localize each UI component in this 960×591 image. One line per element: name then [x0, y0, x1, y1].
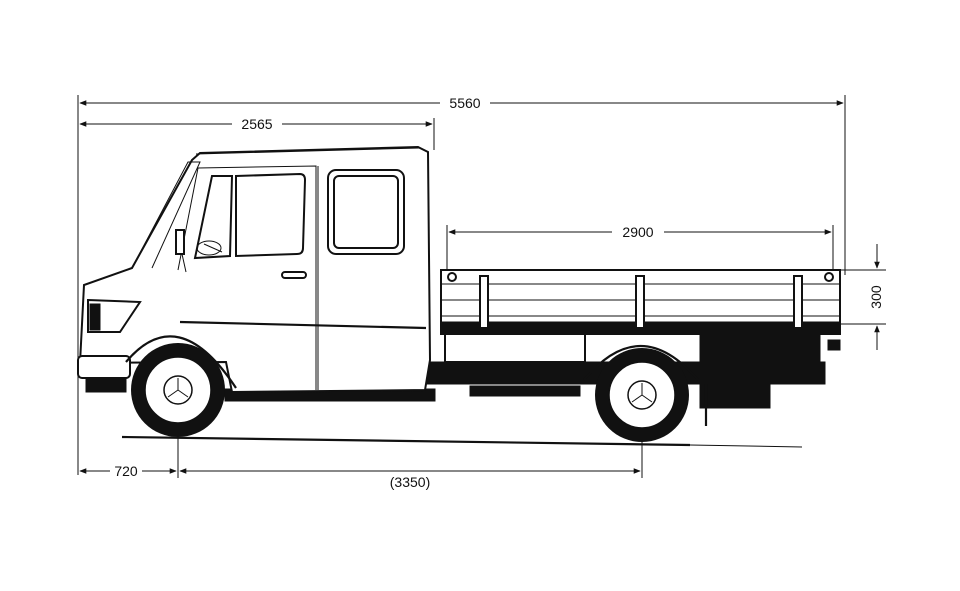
ground-line [121, 435, 691, 447]
windshield [131, 161, 201, 269]
truck-illustration [77, 145, 841, 442]
bed-length-label: 2900 [622, 224, 653, 240]
front-wheel-arch [125, 335, 237, 389]
flatbed [440, 269, 841, 335]
bed-latch-front [447, 272, 457, 282]
wheelbase-label: (3350) [390, 474, 430, 490]
exhaust-pipe [469, 385, 581, 397]
rear-chassis-block [699, 333, 821, 363]
front-door-handle [281, 271, 307, 279]
front-bumper [77, 355, 131, 379]
bed-stake-1 [479, 275, 489, 329]
rear-door-window [333, 175, 399, 249]
rear-wheel [595, 348, 689, 442]
side-height-label: 300 [868, 285, 884, 309]
rear-wheel-arch [583, 345, 699, 381]
cab-length-label: 2565 [241, 116, 272, 132]
overall-length-label: 5560 [449, 95, 480, 111]
mirror-arm [181, 253, 187, 273]
ground-line-extension [689, 444, 803, 448]
bed-stake-3 [793, 275, 803, 329]
headlight [87, 298, 142, 333]
body-crease-line [179, 320, 427, 330]
front-overhang-label: 720 [114, 463, 138, 479]
front-door-window [235, 172, 307, 258]
steering-wheel [203, 243, 223, 253]
tail-light [827, 339, 841, 351]
front-bumper-lower [85, 377, 127, 393]
bed-stake-2 [635, 275, 645, 329]
front-door-outline [177, 165, 317, 390]
front-wheel [131, 343, 225, 437]
cab [77, 145, 432, 394]
star-emblem-icon [631, 383, 653, 403]
roof-gutter [195, 147, 421, 155]
chassis-panel [444, 333, 586, 363]
bed-latch-rear [824, 272, 834, 282]
star-emblem-icon [167, 378, 189, 398]
steering-wheel-rim [196, 240, 222, 256]
side-mirror [175, 229, 185, 255]
indicator-light [89, 303, 101, 331]
vent-window [193, 175, 234, 260]
spare-tire-carrier [699, 383, 771, 409]
